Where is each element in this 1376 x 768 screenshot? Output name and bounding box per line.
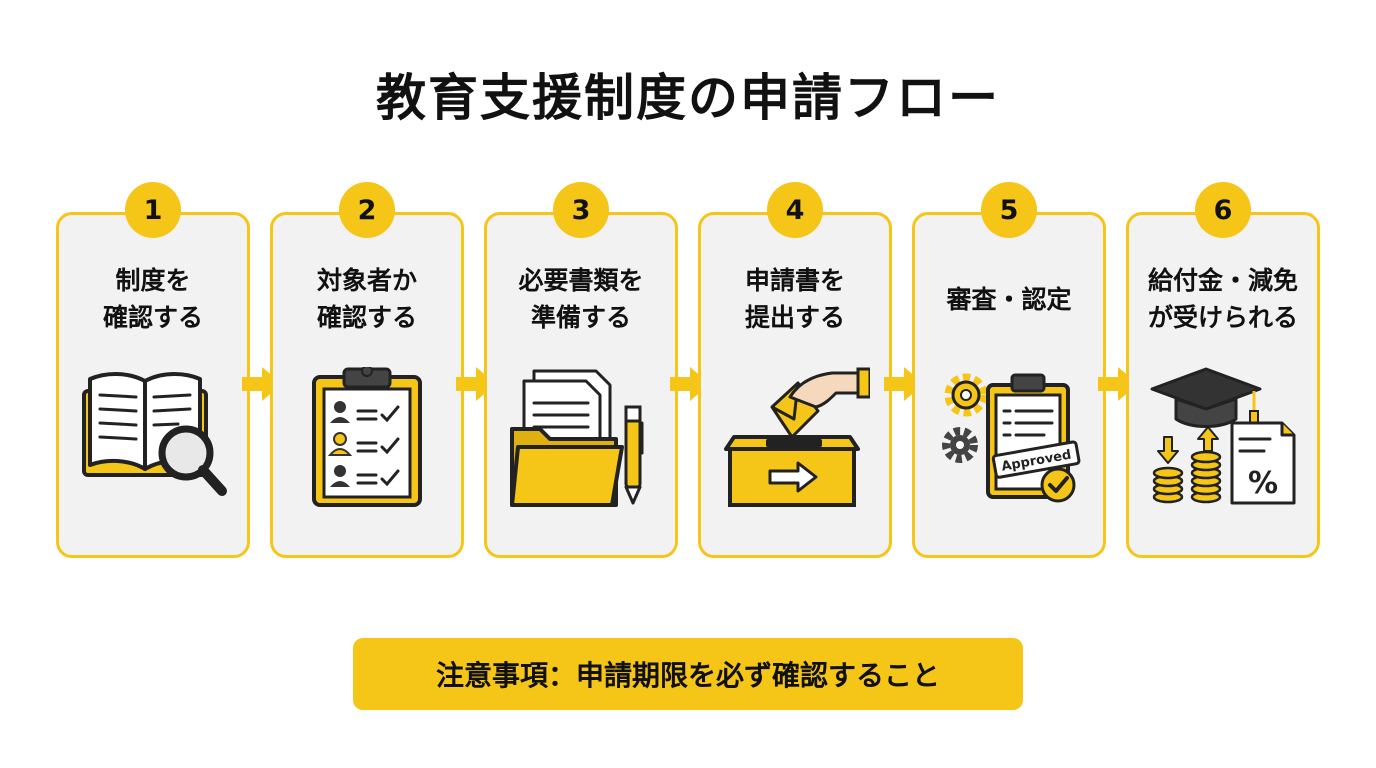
step-label-line1: 給付金・減免 xyxy=(1147,266,1298,295)
step-label: 給付金・減免 が受けられる xyxy=(1126,262,1320,336)
gears-approved-clipboard-icon: Approved xyxy=(942,373,1081,503)
step-number-badge: 2 xyxy=(339,182,395,238)
step-number-badge: 5 xyxy=(981,182,1037,238)
step-4: 4 申請書を 提出する xyxy=(698,182,892,558)
step-label-line2: 準備する xyxy=(530,303,631,332)
gear-icon xyxy=(944,373,988,417)
step-label-line2: が受けられる xyxy=(1147,303,1298,332)
step-number-badge: 1 xyxy=(125,182,181,238)
book-magnifier-icon xyxy=(82,372,227,496)
step-6: 6 給付金・減免 が受けられる xyxy=(1126,182,1320,558)
coins-icon xyxy=(1152,426,1222,504)
step-label-line1: 対象者か xyxy=(316,266,417,295)
step-label-line1: 必要書類を xyxy=(518,266,644,295)
step-5: 5 審査・認定 Approved xyxy=(912,182,1106,558)
step-label: 必要書類を 準備する xyxy=(484,262,678,336)
step-label: 対象者か 確認する xyxy=(270,262,464,336)
step-label-line2: 確認する xyxy=(316,303,417,332)
step-2: 2 対象者か 確認する xyxy=(270,182,464,558)
step-label-line1: 制度を xyxy=(115,266,191,295)
folder-documents-pen-icon xyxy=(510,369,644,507)
graduation-cap-icon xyxy=(1150,367,1262,428)
step-number-badge: 6 xyxy=(1195,182,1251,238)
step-label-line2: 提出する xyxy=(744,303,845,332)
step-label-line1: 申請書を xyxy=(744,266,845,295)
step-number-badge: 4 xyxy=(767,182,823,238)
percent-symbol: % xyxy=(1248,466,1278,501)
discount-document-icon: % xyxy=(1230,421,1296,505)
gear-icon xyxy=(942,427,978,463)
step-1: 1 制度を 確認する xyxy=(56,182,250,558)
step-3: 3 必要書類を 準備する xyxy=(484,182,678,558)
submission-box-icon xyxy=(724,367,870,507)
step-label: 制度を 確認する xyxy=(56,262,250,336)
step-label-line2: 確認する xyxy=(102,303,203,332)
step-label: 審査・認定 xyxy=(912,262,1106,336)
clipboard-checklist-icon xyxy=(312,367,422,507)
graduation-cap-coins-icon: % xyxy=(1150,367,1296,505)
step-label-line1: 審査・認定 xyxy=(946,284,1072,314)
step-label: 申請書を 提出する xyxy=(698,262,892,336)
step-number-badge: 3 xyxy=(553,182,609,238)
page-title: 教育支援制度の申請フロー xyxy=(376,69,1000,127)
caution-note-banner: 注意事項：申請期限を必ず確認すること xyxy=(353,638,1023,710)
